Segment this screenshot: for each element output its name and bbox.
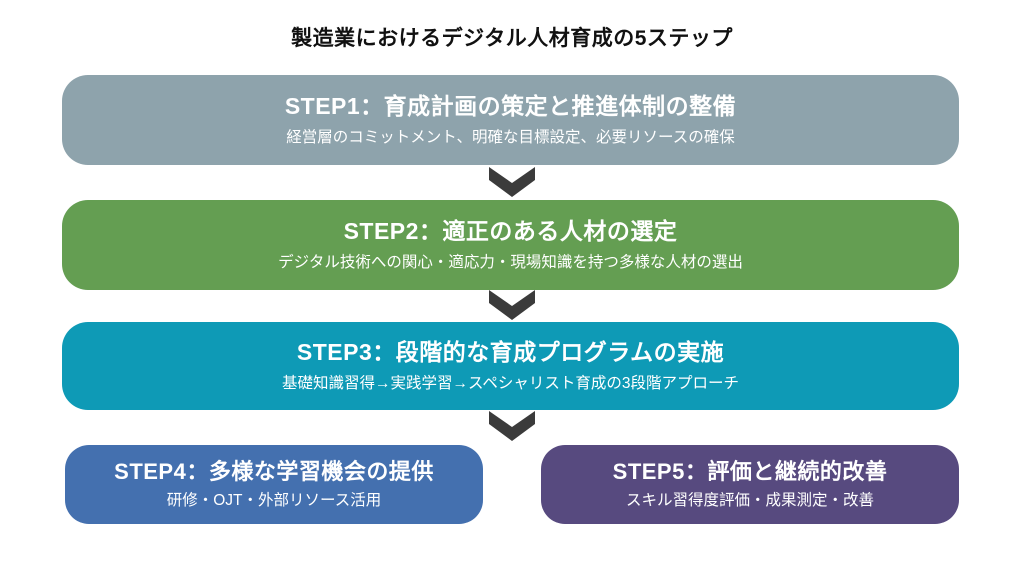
page-title: 製造業におけるデジタル人材育成の5ステップ (291, 27, 733, 50)
arrow-down-icon (489, 290, 535, 320)
step3-box: STEP3：段階的な育成プログラムの実施 基礎知識習得→実践学習→スペシャリスト… (62, 322, 959, 410)
step5-subtitle: スキル習得度評価・成果測定・改善 (625, 491, 874, 509)
arrow-down-icon (489, 167, 535, 197)
step1-subtitle: 経営層のコミットメント、明確な目標設定、必要リソースの確保 (286, 128, 735, 146)
step2-box: STEP2：適正のある人材の選定 デジタル技術への関心・適応力・現場知識を持つ多… (62, 200, 959, 290)
step5-title: STEP5：評価と継続的改善 (612, 459, 888, 485)
step4-title: STEP4：多様な学習機会の提供 (114, 459, 434, 485)
step2-title: STEP2：適正のある人材の選定 (343, 217, 678, 244)
step2-subtitle: デジタル技術への関心・適応力・現場知識を持つ多様な人材の選出 (278, 253, 743, 271)
step1-title: STEP1：育成計画の策定と推進体制の整備 (284, 92, 737, 119)
step3-title: STEP3：段階的な育成プログラムの実施 (296, 338, 725, 365)
step3-subtitle: 基礎知識習得→実践学習→スペシャリスト育成の3段階アプローチ (281, 374, 740, 392)
step4-box: STEP4：多様な学習機会の提供 研修・OJT・外部リソース活用 (65, 445, 483, 524)
arrow-down-icon (489, 411, 535, 441)
step4-subtitle: 研修・OJT・外部リソース活用 (166, 491, 382, 509)
step1-box: STEP1：育成計画の策定と推進体制の整備 経営層のコミットメント、明確な目標設… (62, 75, 959, 165)
step5-box: STEP5：評価と継続的改善 スキル習得度評価・成果測定・改善 (541, 445, 959, 524)
